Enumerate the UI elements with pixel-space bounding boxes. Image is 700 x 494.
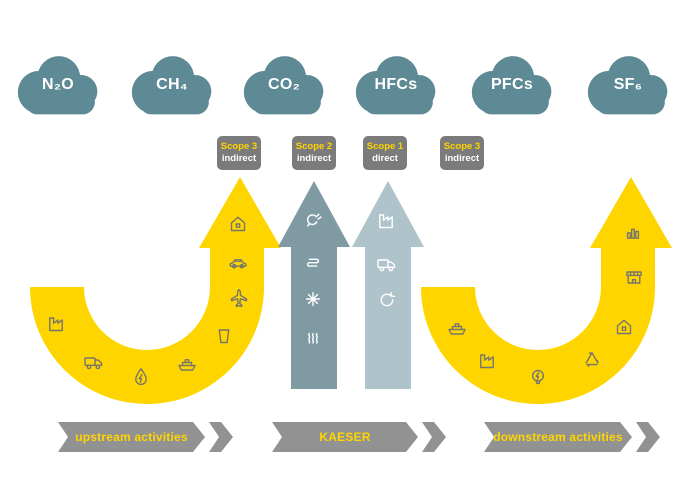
cloud-icon	[131, 56, 212, 115]
ship-icon	[175, 351, 199, 375]
heating-coil-icon	[301, 250, 325, 274]
badge-scope-label: Scope 3	[220, 141, 258, 152]
badge-type-label: indirect	[221, 152, 257, 164]
cloud-label: N₂O	[41, 76, 74, 94]
power-plug-icon	[301, 208, 325, 232]
scope2-arrow-shape	[278, 181, 350, 389]
badge-scope2: Scope 2 indirect	[292, 136, 336, 170]
house-icon	[612, 314, 636, 338]
badge-type-label: direct	[372, 152, 398, 164]
cloud-label: PFCs	[490, 76, 534, 94]
badge-type-label: indirect	[444, 152, 480, 164]
scope1-arrow-shape	[352, 181, 424, 389]
bar-chart-icon	[621, 220, 645, 244]
cloud-label: CH₄	[156, 76, 188, 94]
cloud-pfcs: PFCs	[471, 55, 553, 118]
cloud-icon	[471, 56, 552, 115]
ship-icon	[445, 315, 469, 339]
cloud-co2: CO₂	[243, 55, 325, 118]
cloud-n2o: N₂O	[17, 55, 99, 118]
cloud-ch4: CH₄	[131, 55, 213, 118]
truck-icon	[82, 350, 106, 374]
truck-icon	[375, 252, 399, 276]
snowflake-icon	[301, 287, 325, 311]
badge-scope1: Scope 1 direct	[363, 136, 407, 170]
badge-scope3-downstream: Scope 3 indirect	[440, 136, 484, 170]
shop-icon	[622, 264, 646, 288]
cloud-sf6: SF₆	[587, 55, 669, 118]
banner-upstream-activities: upstream activities	[58, 422, 205, 452]
badge-type-label: indirect	[296, 152, 332, 164]
house-icon	[226, 211, 250, 235]
upstream-u-arrow-shape	[30, 177, 281, 404]
cloud-icon	[243, 56, 324, 115]
cloud-label: SF₆	[613, 76, 643, 94]
cloud-hfcs: HFCs	[355, 55, 437, 118]
cloud-icon	[355, 56, 436, 115]
badge-scope3-upstream: Scope 3 indirect	[217, 136, 261, 170]
cloud-icon	[17, 56, 98, 115]
fuel-drop-icon	[129, 365, 153, 389]
factory-icon	[45, 311, 69, 335]
factory-icon	[476, 348, 500, 372]
badge-scope-label: Scope 3	[443, 141, 481, 152]
bulb-energy-icon	[526, 365, 550, 389]
airplane-icon	[227, 286, 251, 310]
trash-bin-icon	[212, 323, 236, 347]
banner-label: KAESER	[319, 430, 371, 444]
cloud-icon	[587, 56, 668, 115]
factory-icon	[375, 208, 399, 232]
banner-label: upstream activities	[75, 430, 188, 444]
steam-icon	[301, 325, 325, 349]
banner-downstream-activities: downstream activities	[484, 422, 632, 452]
downstream-u-arrow-shape	[421, 177, 672, 404]
refresh-icon	[375, 288, 399, 312]
badge-scope-label: Scope 1	[366, 141, 404, 152]
car-icon	[226, 250, 250, 274]
banner-kaeser: KAESER	[272, 422, 418, 452]
recycle-icon	[580, 347, 604, 371]
banner-label: downstream activities	[493, 430, 623, 444]
badge-scope-label: Scope 2	[295, 141, 333, 152]
cloud-label: HFCs	[374, 76, 418, 94]
cloud-label: CO₂	[267, 76, 300, 94]
